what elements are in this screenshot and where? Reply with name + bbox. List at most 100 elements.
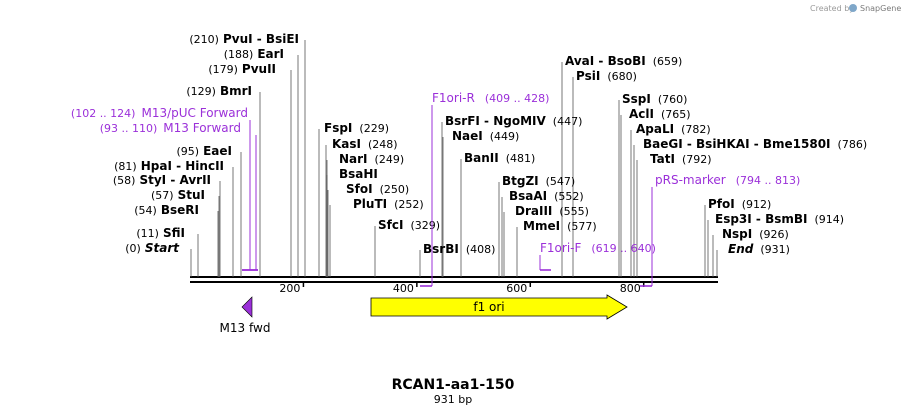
primer-range: (93 .. 110): [100, 122, 158, 135]
primer-name: M13/pUC Forward: [141, 106, 248, 120]
primer-name: F1ori-F: [540, 241, 581, 255]
enzyme-name: BanII: [464, 151, 499, 165]
site-styi-avrii[interactable]: StyI - AvrII(58): [113, 173, 211, 187]
site-start[interactable]: Start (0): [125, 241, 180, 255]
site-eaei[interactable]: EaeI(95): [177, 144, 233, 158]
enzyme-position: (792): [682, 153, 712, 166]
site-pvui-bsiei[interactable]: PvuI - BsiEI(210): [189, 32, 299, 46]
enzyme-name: EaeI: [203, 144, 232, 158]
site-mmei[interactable]: MmeI (577): [523, 219, 597, 233]
site-bsrbi[interactable]: BsrBI (408): [423, 242, 495, 256]
enzyme-position: (914): [814, 213, 844, 226]
enzyme-name: NarI: [339, 152, 368, 166]
site-bmri[interactable]: BmrI(129): [186, 84, 252, 98]
site-psii[interactable]: PsiI(680): [576, 69, 637, 83]
enzyme-name: DraIII: [515, 204, 552, 218]
enzyme-position: (81): [114, 160, 137, 173]
site-pvuii[interactable]: PvuII(179): [208, 62, 276, 76]
map-title: RCAN1-aa1-150: [392, 377, 515, 393]
enzyme-name: PsiI: [576, 69, 600, 83]
tick-label: 600: [506, 282, 527, 295]
tick-label: 400: [393, 282, 414, 295]
enzyme-name: BsrBI: [423, 242, 459, 256]
site-nari[interactable]: NarI(249): [339, 152, 404, 166]
enzyme-name: BsaAI: [509, 189, 547, 203]
enzyme-name: PluTI: [353, 197, 387, 211]
site-bsahi[interactable]: BsaHI: [339, 167, 378, 181]
site-apali[interactable]: ApaLI(782): [636, 122, 711, 136]
enzyme-name: StuI: [178, 188, 205, 202]
enzyme-position: (188): [224, 48, 254, 61]
site-bseri[interactable]: BseRI(54): [134, 203, 199, 217]
site-esp3i-bsmbi[interactable]: Esp3I - BsmBI (914): [715, 212, 844, 226]
site-hpai-hincii[interactable]: HpaI - HincII (81): [114, 159, 224, 173]
site-bsaai[interactable]: BsaAI(552): [509, 189, 584, 203]
primer-f1ori-f[interactable]: F1ori-F (619 .. 640): [539, 241, 656, 271]
site-sfii[interactable]: SfiI(11): [136, 226, 185, 240]
site-baegi-bsihkai-bme1580i[interactable]: BaeGI - BsiHKAI - Bme1580I(786): [643, 137, 867, 151]
enzyme-name: BtgZI: [502, 174, 539, 188]
enzyme-name: BaeGI - BsiHKAI - Bme1580I: [643, 137, 831, 151]
feature-arrow: [370, 294, 628, 320]
primer-name: M13 Forward: [163, 121, 241, 135]
enzyme-name: SfcI: [378, 218, 403, 232]
enzyme-name: Esp3I - BsmBI: [715, 212, 807, 226]
enzyme-position: (931): [760, 243, 790, 256]
site-sfoi[interactable]: SfoI(250): [346, 182, 409, 196]
enzyme-position: (555): [559, 205, 589, 218]
enzyme-position: (54): [134, 204, 157, 217]
enzyme-name: PvuI - BsiEI: [223, 32, 299, 46]
enzyme-name: BsrFI - NgoMIV: [445, 114, 546, 128]
enzyme-labels: PvuI - BsiEI(210)EarI(188)PvuII(179) BmrI…: [113, 32, 867, 256]
site-banii[interactable]: BanII(481): [464, 151, 535, 165]
primer-m13-forward[interactable]: M13 Forward (93 .. 110): [100, 121, 258, 271]
site-sspi[interactable]: SspI(760): [622, 92, 687, 106]
enzyme-name: FspI: [324, 121, 352, 135]
snapgene-logo-icon: [849, 4, 857, 12]
enzyme-position: (408): [466, 243, 496, 256]
site-naei[interactable]: NaeI(449): [452, 129, 519, 143]
feature-f1-ori[interactable]: f1 ori: [370, 294, 628, 320]
site-eari[interactable]: EarI(188): [224, 47, 284, 61]
enzyme-position: (577): [567, 220, 597, 233]
site-acli[interactable]: AclI(765): [629, 107, 691, 121]
feature-m13-fwd[interactable]: M13 fwd: [220, 296, 271, 335]
enzyme-position: (0): [125, 242, 141, 255]
enzyme-position: (547): [546, 175, 576, 188]
site-fspi[interactable]: FspI(229): [324, 121, 389, 135]
site-avai-bsobi[interactable]: AvaI - BsoBI(659): [565, 54, 682, 68]
site-stui[interactable]: StuI(57): [151, 188, 205, 202]
site-sfci[interactable]: SfcI(329): [378, 218, 440, 232]
feature-annotations: f1 ori M13 fwd: [220, 294, 628, 335]
primer-m13-puc-forward[interactable]: M13/pUC Forward(102 .. 124): [71, 106, 258, 271]
site-tati[interactable]: TatI(792): [650, 152, 712, 166]
site-pfoi[interactable]: PfoI(912): [708, 197, 771, 211]
enzyme-name: MmeI: [523, 219, 560, 233]
primer-range: (619 .. 640): [591, 242, 656, 255]
enzyme-position: (926): [759, 228, 789, 241]
site-btgzi[interactable]: BtgZI (547): [502, 174, 575, 188]
enzyme-name: NspI: [722, 227, 752, 241]
site-draiii[interactable]: DraIII (555): [515, 204, 589, 218]
site-bsrfi-ngomiv[interactable]: BsrFI - NgoMIV (447): [445, 114, 582, 128]
enzyme-name: SfiI: [163, 226, 185, 240]
primer-range: (409 .. 428): [485, 92, 550, 105]
enzyme-name: End: [728, 242, 754, 256]
primer-prs-marker[interactable]: pRS-marker(794 .. 813): [640, 173, 800, 287]
site-nspi[interactable]: NspI (926): [722, 227, 789, 241]
enzyme-position: (659): [653, 55, 683, 68]
credit-brand: SnapGene: [860, 4, 901, 13]
enzyme-position: (765): [661, 108, 691, 121]
site-end[interactable]: End (931): [728, 242, 790, 256]
enzyme-name: HpaI - HincII: [141, 159, 224, 173]
site-kasi[interactable]: KasI(248): [332, 137, 398, 151]
enzyme-position: (129): [186, 85, 216, 98]
enzyme-position: (252): [394, 198, 424, 211]
enzyme-position: (912): [742, 198, 772, 211]
primer-f1ori-r[interactable]: F1ori-R(409 .. 428): [420, 91, 550, 287]
enzyme-position: (447): [553, 115, 583, 128]
site-pluti[interactable]: PluTI (252): [353, 197, 424, 211]
enzyme-name: Start: [145, 241, 180, 255]
